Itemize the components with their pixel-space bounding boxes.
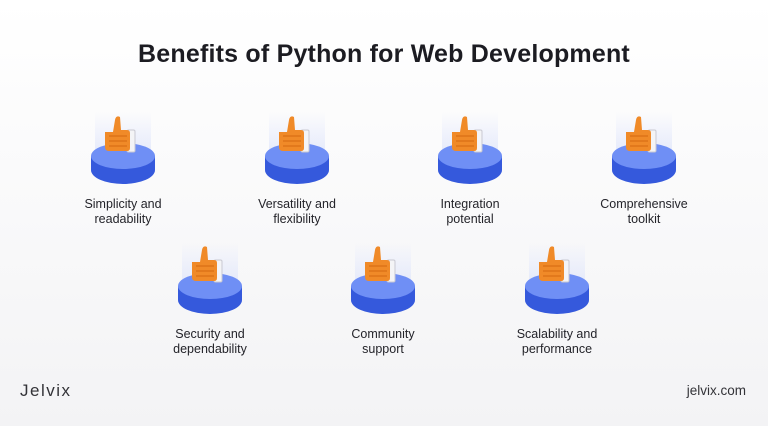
benefit-label-line1: Versatility and <box>258 197 336 211</box>
benefit-label-line1: Community <box>351 327 415 341</box>
thumbs-up-icon <box>438 112 502 184</box>
page-title: Benefits of Python for Web Development <box>138 40 630 68</box>
benefit-label-line2: performance <box>521 342 593 356</box>
benefit-label-line2: flexibility <box>273 212 321 226</box>
thumbs-up-icon <box>612 112 676 184</box>
benefit-label-line2: potential <box>446 212 494 226</box>
thumbs-up-icon <box>525 242 589 314</box>
benefit-label-line1: Scalability and <box>516 327 598 341</box>
benefit-label-line2: toolkit <box>627 212 661 226</box>
benefit-label-line2: dependability <box>173 342 247 356</box>
benefit-label-line1: Simplicity and <box>84 197 162 211</box>
thumbs-up-icon <box>265 112 329 184</box>
thumbs-up-icon <box>351 242 415 314</box>
benefit-label-line2: support <box>362 342 404 356</box>
benefit-label-line1: Integration <box>440 197 500 211</box>
benefit-label-line1: Comprehensive <box>600 197 688 211</box>
site-url: jelvix.com <box>686 383 746 398</box>
thumbs-up-icon <box>178 242 242 314</box>
brand-logo: Jelvix <box>20 381 72 400</box>
benefit-label-line2: readability <box>94 212 152 226</box>
benefit-label-line1: Security and <box>175 327 245 341</box>
thumbs-up-icon <box>91 112 155 184</box>
